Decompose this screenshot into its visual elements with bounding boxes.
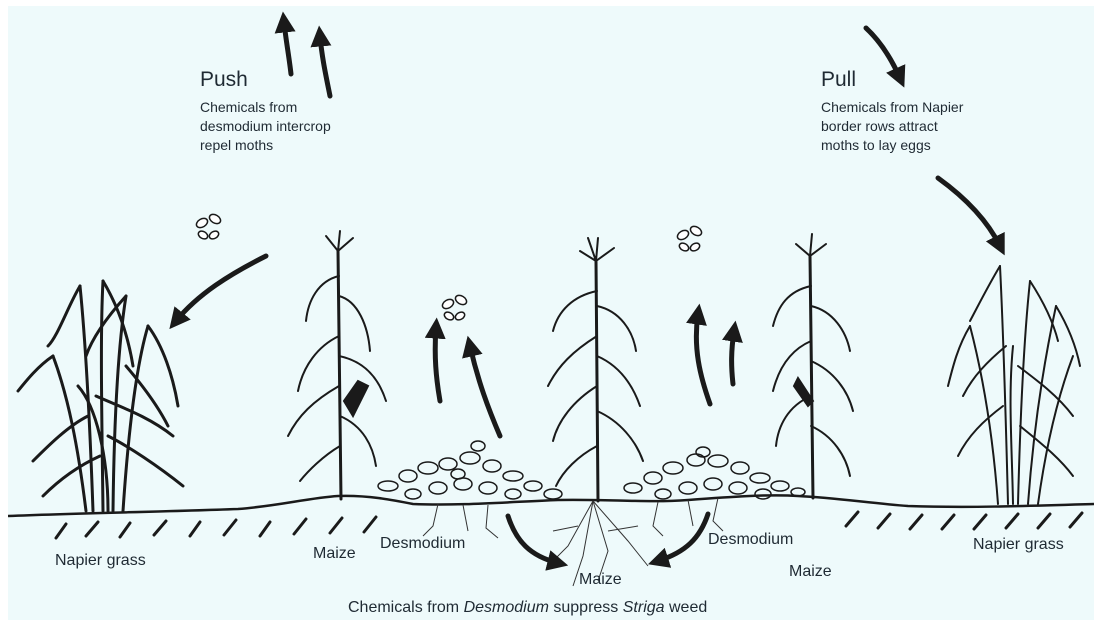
roots	[423, 498, 723, 586]
moth-icon	[195, 213, 222, 241]
caption-desmodium: Desmodium	[464, 599, 549, 616]
push-description-line: repel moths	[200, 136, 273, 155]
desmodium-cluster-right	[624, 447, 805, 499]
moth-icon	[441, 294, 468, 322]
repel-arrow-icon	[435, 328, 440, 401]
label-maize-left: Maize	[313, 545, 356, 563]
push-description-line: Chemicals from	[200, 98, 297, 117]
napier-grass-right	[948, 266, 1080, 504]
push-arrow-icon	[320, 36, 330, 96]
moth-icon	[676, 225, 703, 253]
caption: Chemicals from Desmodium suppress Striga…	[348, 599, 707, 617]
repel-arrow-icon	[696, 314, 710, 404]
striga-arrow-icon	[508, 516, 558, 563]
push-arrow-icon	[284, 22, 291, 74]
caption-text: weed	[665, 599, 708, 616]
pull-description-line: border rows attract	[821, 117, 938, 136]
attract-arrow-icon	[176, 256, 266, 321]
pull-description-line: moths to lay eggs	[821, 136, 931, 155]
label-napier-grass-right: Napier grass	[973, 536, 1064, 554]
napier-grass-left	[18, 281, 183, 511]
striga-arrow-icon	[658, 514, 708, 561]
maize-plant-center	[548, 238, 643, 501]
label-desmodium-right: Desmodium	[708, 531, 793, 549]
diagram-frame: Push Chemicals from desmodium intercrop …	[8, 6, 1094, 620]
repel-arrow-icon	[732, 331, 734, 384]
soil-marks-right	[846, 512, 1082, 529]
push-title: Push	[200, 68, 248, 92]
caption-text: Chemicals from	[348, 599, 464, 616]
maize-plant-left	[288, 231, 386, 499]
pull-arrow-icon	[938, 178, 1000, 246]
desmodium-cluster-left	[378, 441, 562, 499]
ground	[8, 495, 1094, 538]
label-maize-center: Maize	[579, 571, 622, 589]
label-maize-right: Maize	[789, 563, 832, 581]
caption-striga: Striga	[623, 599, 665, 616]
pull-title: Pull	[821, 68, 856, 92]
maize-plant-right	[773, 234, 853, 498]
label-desmodium-left: Desmodium	[380, 535, 465, 553]
soil-marks-left	[56, 517, 376, 538]
pull-arrow-icon	[866, 28, 900, 78]
pull-description-line: Chemicals from Napier	[821, 98, 963, 117]
push-description-line: desmodium intercrop	[200, 117, 331, 136]
repel-arrow-icon	[470, 346, 500, 436]
caption-text: suppress	[549, 599, 623, 616]
label-napier-grass-left: Napier grass	[55, 552, 146, 570]
